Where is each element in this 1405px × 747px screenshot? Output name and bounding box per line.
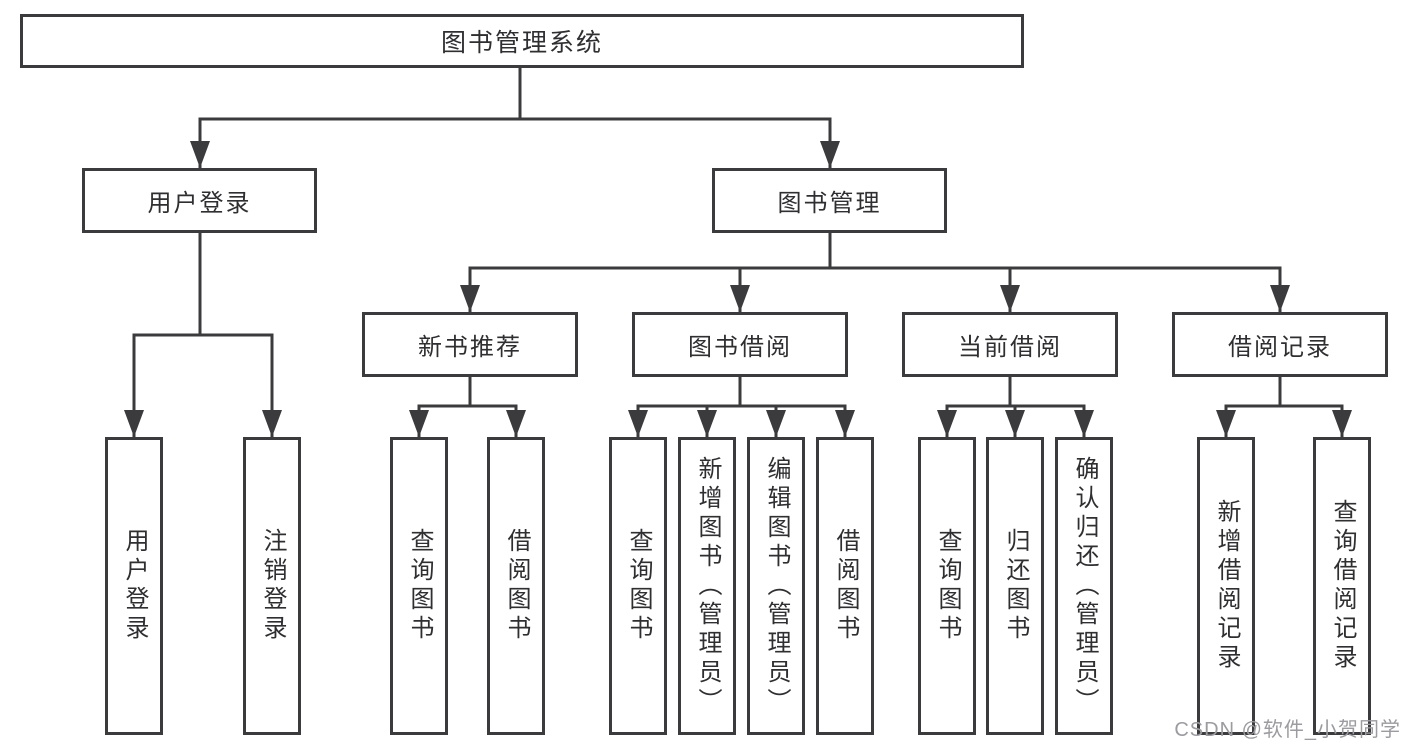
leaf-logout-label: 注销登录 — [259, 528, 286, 644]
arrowheads — [124, 141, 1352, 437]
leaf-query-borrow-record: 查询借阅记录 — [1313, 437, 1371, 735]
node-root: 图书管理系统 — [20, 14, 1024, 68]
leaf-query-books-current: 查询图书 — [918, 437, 976, 735]
leaf-add-borrow-record-label: 新增借阅记录 — [1213, 499, 1240, 673]
leaf-add-borrow-record: 新增借阅记录 — [1197, 437, 1255, 735]
leaf-query-books-borrow-label: 查询图书 — [625, 528, 652, 644]
leaf-query-books-borrow: 查询图书 — [609, 437, 667, 735]
node-user-login: 用户登录 — [82, 168, 317, 233]
node-book-management-label: 图书管理 — [777, 190, 882, 217]
node-book-borrow-label: 图书借阅 — [688, 334, 792, 361]
leaf-query-books-current-label: 查询图书 — [934, 528, 961, 644]
node-new-book-recommend-label: 新书推荐 — [418, 334, 522, 361]
leaf-borrow-books: 借阅图书 — [816, 437, 874, 735]
connector-lines — [132, 68, 1344, 437]
leaf-edit-book-admin-label: 编辑图书（管理员） — [763, 455, 790, 717]
node-root-label: 图书管理系统 — [440, 29, 603, 57]
leaf-query-borrow-record-label: 查询借阅记录 — [1329, 499, 1356, 673]
node-current-borrow-label: 当前借阅 — [958, 334, 1062, 361]
leaf-logout: 注销登录 — [243, 437, 301, 735]
leaf-user-login-label: 用户登录 — [121, 528, 148, 644]
leaf-query-books-recommend-label: 查询图书 — [406, 528, 433, 644]
leaf-borrow-books-recommend: 借阅图书 — [487, 437, 545, 735]
leaf-return-book: 归还图书 — [986, 437, 1044, 735]
leaf-confirm-return-admin-label: 确认归还（管理员） — [1071, 455, 1098, 717]
node-borrow-records-label: 借阅记录 — [1228, 334, 1332, 361]
leaf-edit-book-admin: 编辑图书（管理员） — [747, 437, 805, 735]
node-user-login-label: 用户登录 — [147, 190, 252, 217]
watermark-text: CSDN @软件_小贺同学 — [1174, 719, 1401, 741]
node-borrow-records: 借阅记录 — [1172, 312, 1388, 377]
leaf-add-book-admin-label: 新增图书（管理员） — [694, 455, 721, 717]
node-current-borrow: 当前借阅 — [902, 312, 1118, 377]
leaf-borrow-books-label: 借阅图书 — [832, 528, 859, 644]
leaf-query-books-recommend: 查询图书 — [390, 437, 448, 735]
node-book-borrow: 图书借阅 — [632, 312, 848, 377]
leaf-confirm-return-admin: 确认归还（管理员） — [1055, 437, 1113, 735]
node-book-management: 图书管理 — [712, 168, 947, 233]
leaf-add-book-admin: 新增图书（管理员） — [678, 437, 736, 735]
leaf-return-book-label: 归还图书 — [1002, 528, 1029, 644]
leaf-user-login: 用户登录 — [105, 437, 163, 735]
node-new-book-recommend: 新书推荐 — [362, 312, 578, 377]
leaf-borrow-books-recommend-label: 借阅图书 — [503, 528, 530, 644]
